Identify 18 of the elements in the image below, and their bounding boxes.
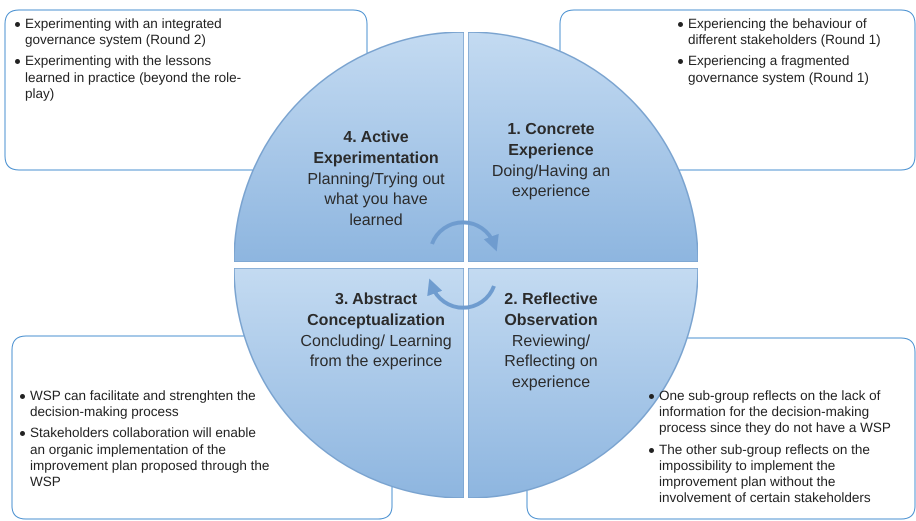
bullet-text: Experiencing a fragmented governance system (Round 1): [688, 53, 869, 85]
stage-heading: 2. Reflective Observation: [503, 290, 599, 331]
stage-heading: 4. Active Experimentation: [312, 128, 440, 169]
bullet-text: One sub-group reflects on the lack of information for the decision-making process since they do not have a WSP: [659, 388, 891, 436]
bullet-text: Experiencing the behaviour of different stakeholders (Round 1): [688, 16, 881, 48]
stage-description: Planning/Trying out what you have learned: [306, 170, 446, 232]
stage-description: Concluding/ Learning from the experince: [299, 332, 453, 372]
bullet-text: Experimenting with an integrated governance system (Round 2): [25, 16, 222, 48]
bullet-text: Experimenting with the lessons learned in practice (beyond the role-play): [25, 53, 242, 101]
stage-heading: 3. Abstract Conceptualization: [306, 290, 446, 331]
stage-heading: 1. Concrete Experience: [506, 120, 596, 161]
bullet-text: Stakeholders collaboration will enable an organic implementation of the improvement plan proposed through the WSP: [30, 425, 270, 489]
bullet-text: The other sub-group reflects on the impossibility to implement the improvement plan without the involvement of certain stakeholders: [659, 442, 871, 506]
cycle-arrow: [428, 278, 496, 310]
stage-description: Doing/Having an experience: [490, 162, 612, 202]
cycle-arrow: [430, 220, 498, 252]
bullet-text: WSP can facilitate and strenghten the decision-making process: [30, 388, 256, 420]
stage-description: Reviewing/ Reflecting on experience: [503, 332, 599, 394]
